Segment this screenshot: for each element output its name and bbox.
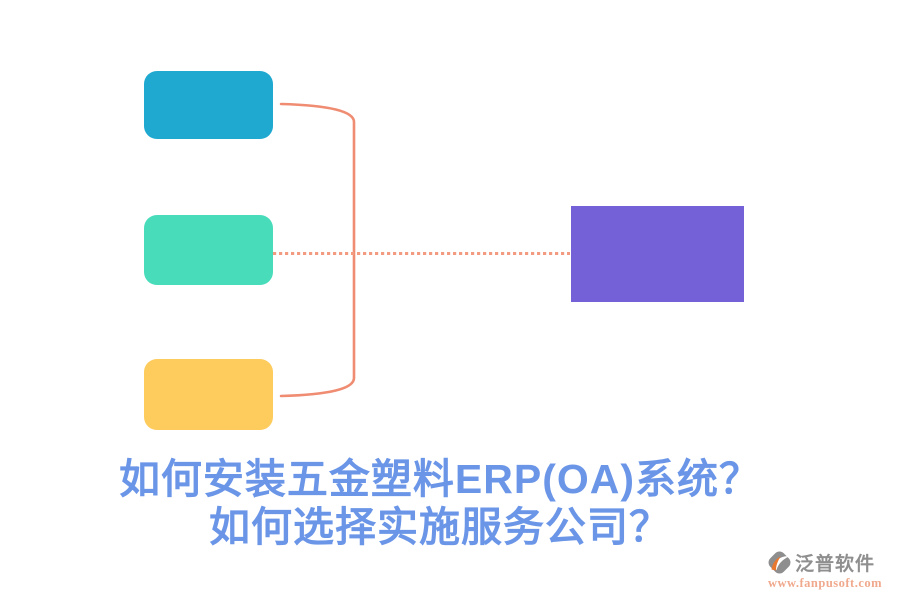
watermark-logo: 泛普软件 www.fanpusoft.com <box>766 549 896 591</box>
node-topic-blue <box>144 71 273 139</box>
fanpu-logo-icon <box>768 551 791 574</box>
node-topic-yellow <box>144 359 273 430</box>
logo-brand-text: 泛普软件 <box>795 554 876 575</box>
caption: 如何安装五金塑料ERP(OA)系统？ 如何选择实施服务公司？ <box>0 455 880 551</box>
node-result-purple <box>571 206 744 302</box>
logo-url-text: www.fanpusoft.com <box>768 576 883 590</box>
bracket-line <box>279 102 356 398</box>
caption-line-2: 如何选择实施服务公司？ <box>209 504 671 550</box>
node-topic-green <box>144 215 273 285</box>
caption-line-1: 如何安装五金塑料ERP(OA)系统？ <box>118 456 762 502</box>
